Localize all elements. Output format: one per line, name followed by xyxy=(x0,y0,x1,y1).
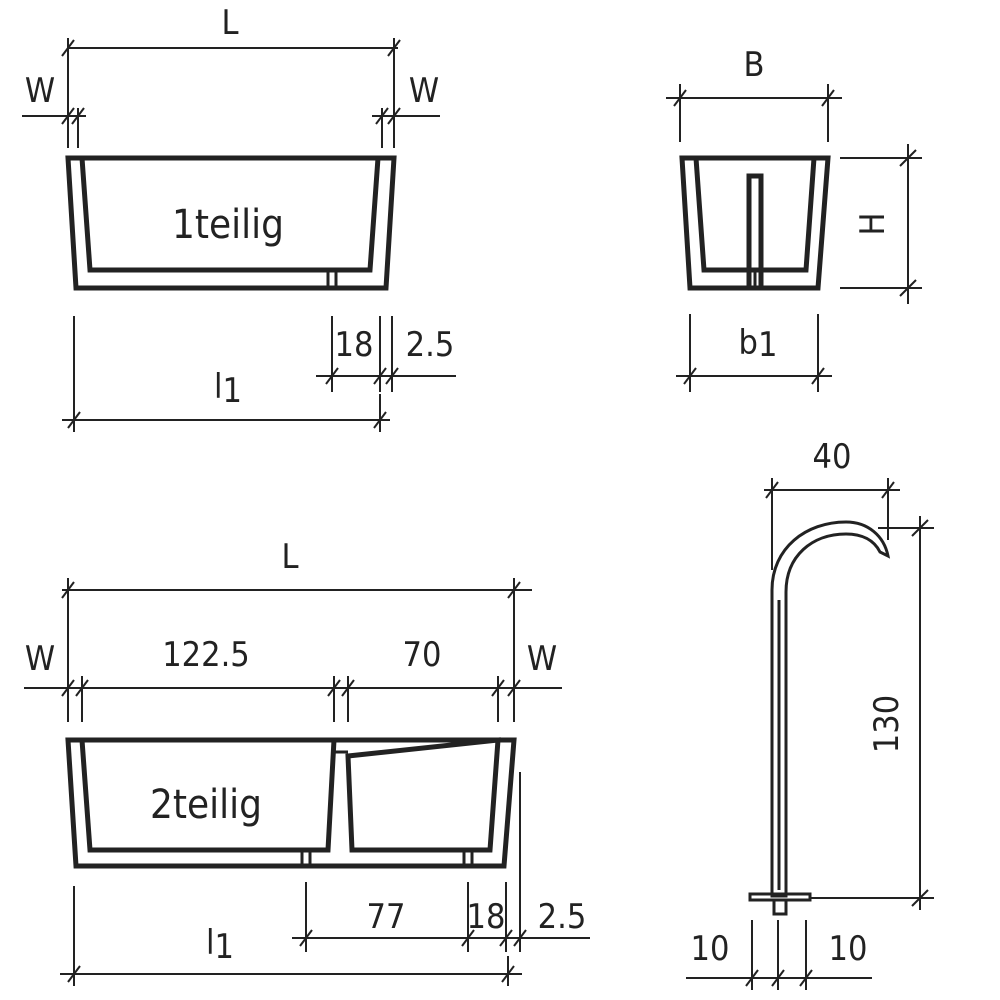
two-part-dim-122-5-label: 122.5 xyxy=(162,635,250,675)
section-dim-H-label: H xyxy=(853,212,893,235)
one-part-dim-2-5-label: 2.5 xyxy=(406,325,455,365)
section-view: B H b1 xyxy=(666,45,922,392)
section-dim-H: H xyxy=(840,144,922,304)
one-part-view: L W W 1teilig xyxy=(22,3,456,432)
one-part-label: 1teilig xyxy=(172,202,284,248)
two-part-dim-2-5-label: 2.5 xyxy=(538,897,587,937)
hook-dim-10-right-label: 10 xyxy=(829,929,868,969)
two-part-planter-outline xyxy=(65,737,517,869)
hook-dim-130: 130 xyxy=(810,516,934,910)
hook-dim-40: 40 xyxy=(764,437,900,570)
section-dim-b1-label: b1 xyxy=(739,323,778,365)
two-part-dim-L-label: L xyxy=(281,537,298,577)
two-part-dim-W-left-label: W xyxy=(25,639,55,679)
two-part-dim-l1-label: l1 xyxy=(206,923,234,967)
two-part-dim-row: W 122.5 70 W xyxy=(24,635,562,722)
hook-shape xyxy=(748,520,891,916)
one-part-dim-l1-label: l1 xyxy=(214,367,242,411)
hook-dim-40-label: 40 xyxy=(813,437,852,477)
one-part-dim-L: L xyxy=(61,3,401,148)
two-part-dim-L: L xyxy=(61,537,532,722)
hook-view: 40 130 10 10 xyxy=(686,437,934,990)
one-part-dim-18-2-5: 18 2.5 xyxy=(316,316,456,392)
section-planter-outline xyxy=(679,155,831,291)
one-part-planter-outline xyxy=(65,155,397,291)
one-part-dim-L-label: L xyxy=(221,3,238,43)
two-part-dim-18-label: 18 xyxy=(467,897,506,937)
two-part-dim-lower: 77 18 2.5 xyxy=(292,772,590,952)
one-part-dim-W: W W xyxy=(22,71,440,148)
hook-dim-10-left-label: 10 xyxy=(691,929,730,969)
section-dim-b1: b1 xyxy=(676,314,832,392)
two-part-label: 2teilig xyxy=(150,782,262,828)
two-part-dim-W-right-label: W xyxy=(527,639,557,679)
section-dim-B-label: B xyxy=(744,45,765,85)
one-part-dim-l1: l1 xyxy=(62,316,390,432)
two-part-dim-77-label: 77 xyxy=(367,897,406,937)
section-dim-B: B xyxy=(666,45,842,142)
hook-dim-10-10: 10 10 xyxy=(686,920,872,990)
one-part-dim-18-label: 18 xyxy=(335,325,374,365)
two-part-dim-70-label: 70 xyxy=(403,635,442,675)
one-part-dim-W-left-label: W xyxy=(25,71,55,111)
one-part-dim-W-right-label: W xyxy=(409,71,439,111)
two-part-dim-l1: l1 xyxy=(60,886,522,986)
hook-dim-130-label: 130 xyxy=(867,695,907,753)
two-part-view: L W 122.5 70 W xyxy=(24,537,590,986)
